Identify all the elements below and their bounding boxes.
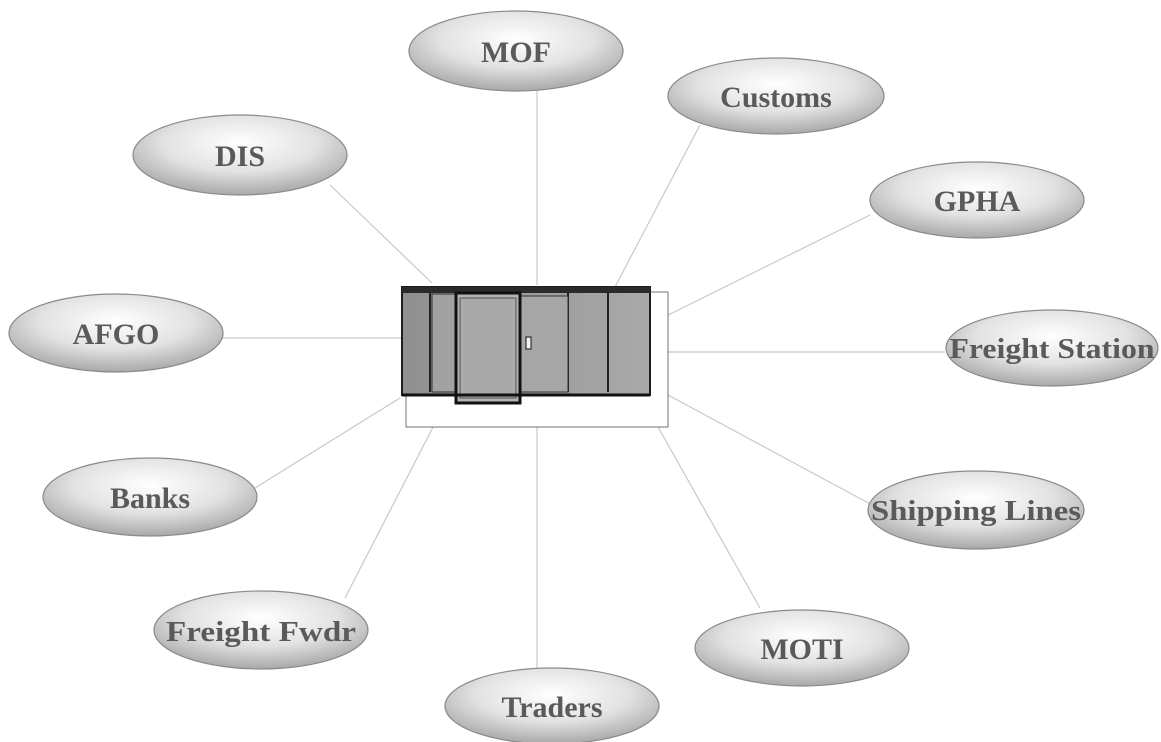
node-freight-fwdr: Freight Fwdr bbox=[153, 590, 369, 670]
node-ellipse bbox=[667, 57, 885, 135]
connector-customs bbox=[614, 124, 701, 288]
node-label: MOF bbox=[481, 36, 551, 69]
connector-shipping-lines bbox=[654, 387, 873, 506]
node-gpha: GPHA bbox=[869, 161, 1085, 239]
node-moti: MOTI bbox=[694, 609, 910, 687]
node-ellipse bbox=[869, 161, 1085, 239]
node-ellipse bbox=[694, 609, 910, 687]
connector-dis bbox=[329, 184, 433, 284]
connector-moti bbox=[639, 394, 761, 609]
node-label: Banks bbox=[110, 482, 190, 515]
node-label: DIS bbox=[215, 140, 265, 173]
node-shipping-lines: Shipping Lines bbox=[867, 470, 1085, 550]
connector-freight-fwdr bbox=[344, 397, 449, 599]
connector-gpha bbox=[651, 214, 871, 324]
hub-server-cabinet bbox=[401, 286, 669, 428]
node-ellipse bbox=[42, 457, 258, 537]
node-ellipse bbox=[444, 667, 660, 742]
node-label: Freight Station bbox=[950, 334, 1155, 365]
node-mof: MOF bbox=[408, 10, 624, 92]
node-ellipse bbox=[408, 10, 624, 92]
node-traders: Traders bbox=[444, 667, 660, 742]
node-label: AFGO bbox=[73, 318, 160, 351]
node-ellipse bbox=[153, 590, 369, 670]
node-customs: Customs bbox=[667, 57, 885, 135]
node-label: Traders bbox=[501, 691, 602, 724]
node-label: Freight Fwdr bbox=[166, 617, 356, 648]
node-freight-station: Freight Station bbox=[945, 309, 1159, 387]
node-label: Shipping Lines bbox=[871, 496, 1081, 527]
node-ellipse bbox=[945, 309, 1159, 387]
node-ellipse bbox=[867, 470, 1085, 550]
node-banks: Banks bbox=[42, 457, 258, 537]
node-label: Customs bbox=[720, 81, 832, 114]
node-dis: DIS bbox=[132, 114, 348, 196]
node-afgo: AFGO bbox=[8, 293, 224, 373]
node-ellipse bbox=[8, 293, 224, 373]
connector-lines bbox=[200, 88, 945, 668]
node-label: MOTI bbox=[760, 633, 843, 666]
node-ellipse bbox=[132, 114, 348, 196]
connector-banks bbox=[254, 397, 401, 489]
node-label: GPHA bbox=[934, 185, 1021, 218]
